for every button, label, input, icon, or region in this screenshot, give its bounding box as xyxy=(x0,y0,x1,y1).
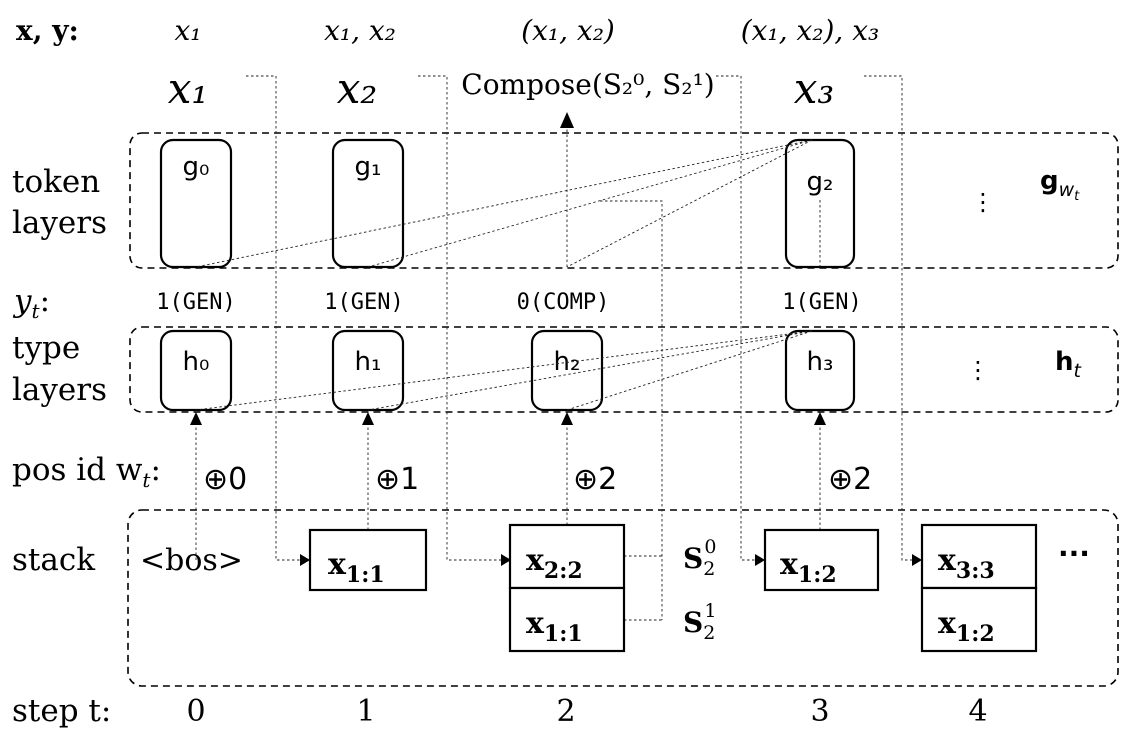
pos-arrow-2-head xyxy=(561,412,573,425)
stack-more: ··· xyxy=(1058,537,1090,570)
pos-label-0: ⊕0 xyxy=(203,462,247,497)
type-layers-label-2: layers xyxy=(12,372,107,408)
stack-group xyxy=(127,509,1119,687)
route-compose-head xyxy=(755,554,765,566)
token-layers-group xyxy=(129,132,1119,269)
step-label-3: 3 xyxy=(810,694,829,729)
output-y1: x₁, x₂ xyxy=(324,14,396,47)
stack-4-bottom-text: x1:2 xyxy=(938,606,995,647)
type-label-1: 1(GEN) xyxy=(324,290,403,315)
stack-3-cell xyxy=(763,528,880,592)
attn-g2-g1 xyxy=(367,139,813,268)
output-y2: (x₁, x₂) xyxy=(521,14,615,47)
stack-2-bottom-text: x1:1 xyxy=(526,606,583,647)
attn-g2-g0 xyxy=(195,139,813,268)
attn-g2-h2 xyxy=(566,139,813,268)
xy-row-label: x, y: xyxy=(16,14,79,47)
token-x2: x₂ xyxy=(337,64,378,113)
output-y3: (x₁, x₂), x₃ xyxy=(741,14,880,47)
token-layers-label-1: token xyxy=(12,164,100,200)
attn-h3-h1 xyxy=(367,330,813,411)
route-x2-head xyxy=(501,554,511,566)
pos-arrow-0-head xyxy=(190,412,202,425)
g1-node xyxy=(331,138,405,269)
type-label-2: 0(COMP) xyxy=(517,290,610,315)
route-x1-stack xyxy=(246,75,305,561)
type-layers-label-1: type xyxy=(12,330,80,366)
stack-4-top-text: x3:3 xyxy=(938,543,995,584)
compose-arrow-head xyxy=(560,112,574,128)
g0-label: g₀ xyxy=(183,152,210,182)
stack-bos: <bos> xyxy=(140,543,243,578)
stack-4-top-cell xyxy=(920,523,1038,590)
ht-label: ht xyxy=(1055,347,1083,382)
S1-label: S21 xyxy=(683,600,716,644)
h3-label: h₃ xyxy=(807,347,834,377)
route-x3-head xyxy=(912,554,922,566)
stack-2-bottom-cell xyxy=(508,586,626,653)
route-compose-stack xyxy=(716,75,760,561)
pos-label-1: ⊕1 xyxy=(375,462,419,497)
token-layers-label-2: layers xyxy=(12,205,107,241)
stack-4-bottom-cell xyxy=(920,586,1038,653)
g0-node xyxy=(159,138,233,269)
g2-node xyxy=(784,138,856,269)
token-vdots: ⋮ xyxy=(971,188,995,216)
stack-1-cell xyxy=(308,528,428,592)
pos-arrow-3-head xyxy=(814,412,826,425)
g2-label: g₂ xyxy=(807,167,834,197)
route-x3-stack xyxy=(864,75,917,561)
pos-label-3: ⊕2 xyxy=(828,462,872,497)
step-label-4: 4 xyxy=(968,694,987,729)
step-label-1: 1 xyxy=(356,694,375,729)
type-label-3: 1(GEN) xyxy=(782,290,861,315)
route-x1-head xyxy=(300,554,310,566)
attn-h3-h0 xyxy=(195,330,813,411)
token-x1: x₁ xyxy=(168,64,209,113)
compose-bracket xyxy=(600,200,663,620)
step-label-0: 0 xyxy=(186,694,205,729)
S0-label: S20 xyxy=(683,536,716,580)
attn-h3-h2 xyxy=(566,330,813,411)
stack-row-label: stack xyxy=(12,542,95,578)
step-label-2: 2 xyxy=(556,694,575,729)
g1-label: g₁ xyxy=(355,152,382,182)
output-y0: x₁ xyxy=(174,14,201,47)
token-compose: Compose(S₂⁰, S₂¹) xyxy=(461,68,714,101)
step-row-label: step t: xyxy=(12,693,111,729)
stack-2-top-text: x2:2 xyxy=(526,543,583,584)
h0-label: h₀ xyxy=(183,347,210,377)
pos-label-2: ⊕2 xyxy=(573,462,617,497)
posid-row-label: pos id wt: xyxy=(12,452,161,492)
stack-1-text: x1:1 xyxy=(328,547,385,588)
type-vdots: ⋮ xyxy=(966,356,990,384)
stack-2-top-cell xyxy=(508,523,626,590)
stack-3-text: x1:2 xyxy=(780,547,837,588)
h1-label: h₁ xyxy=(355,347,382,377)
pos-arrow-1-head xyxy=(362,412,374,425)
h3-node xyxy=(784,329,856,412)
type-layers-group xyxy=(129,326,1119,413)
route-x2-stack xyxy=(418,75,506,561)
type-label-0: 1(GEN) xyxy=(156,290,235,315)
gwt-label: gwt xyxy=(1040,166,1080,204)
token-x3: x₃ xyxy=(794,64,835,113)
yt-row-label: yt: xyxy=(12,283,50,323)
